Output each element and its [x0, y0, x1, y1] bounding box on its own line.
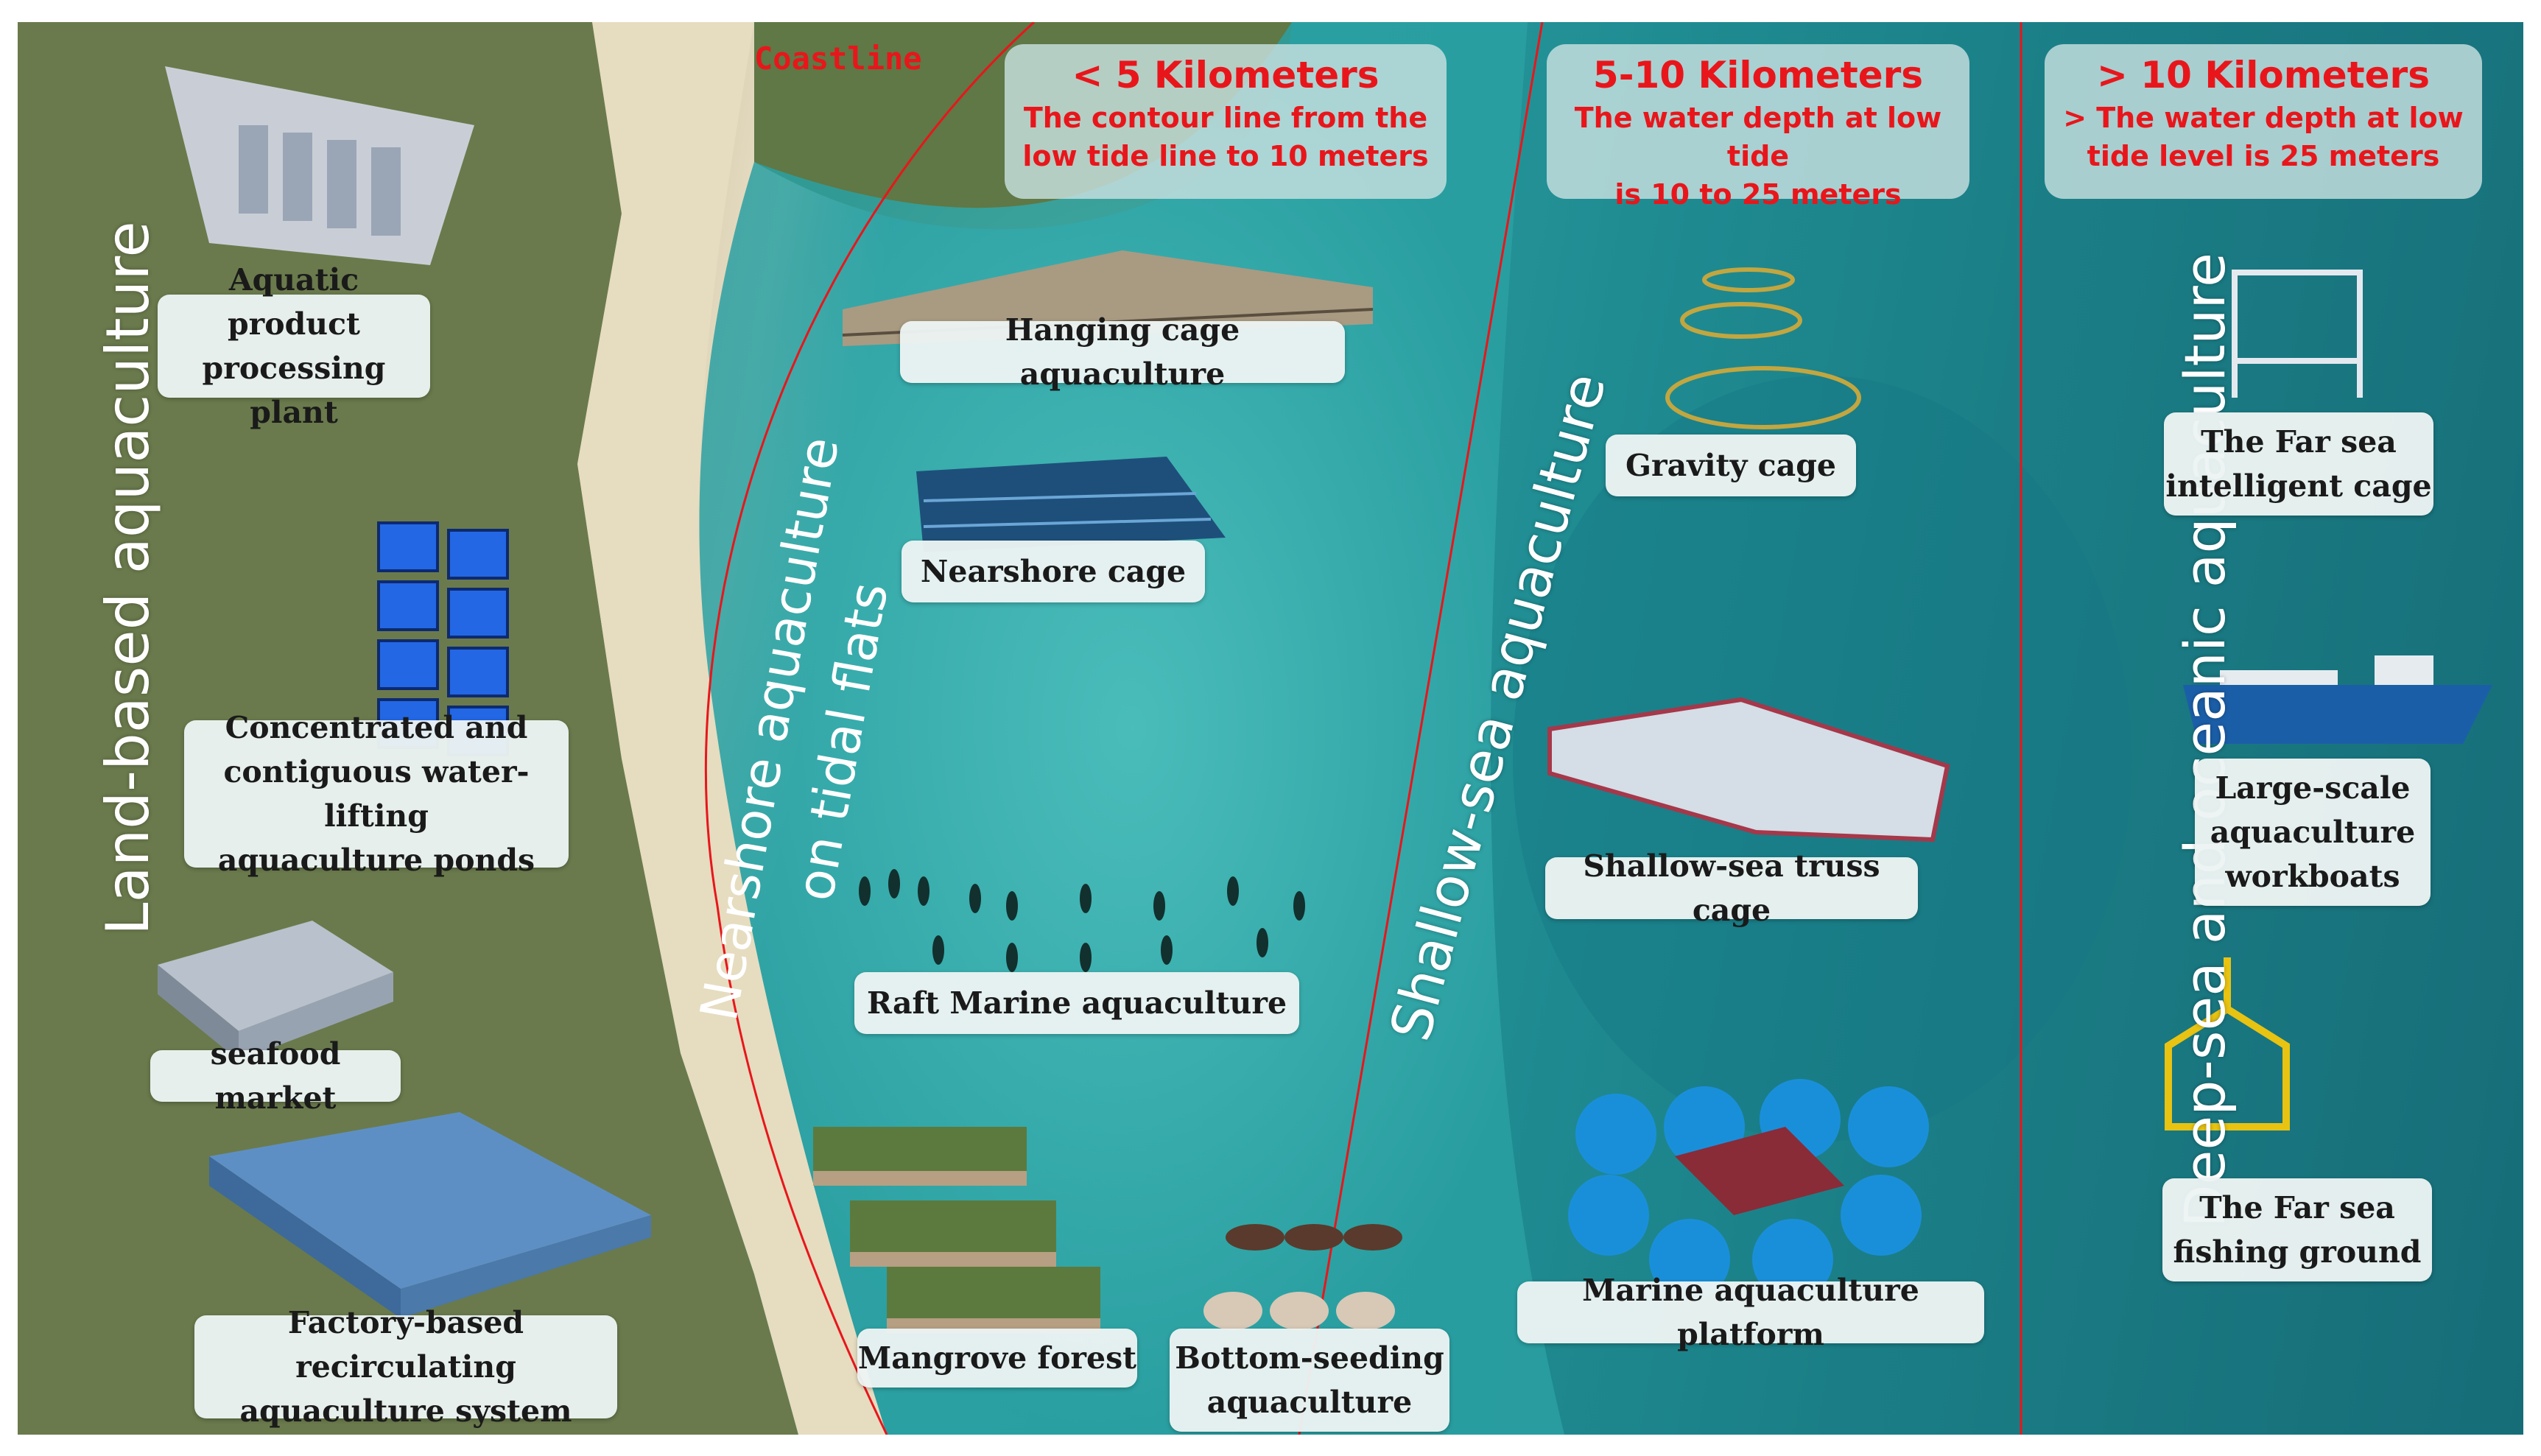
processing-plant-illustration	[165, 66, 474, 265]
zone-nearshore-header: < 5 Kilometers The contour line from the…	[1005, 44, 1447, 199]
label-raft: Raft Marine aquaculture	[854, 972, 1299, 1034]
section-title-land: Land-based aquaculture	[94, 221, 162, 935]
beach	[577, 22, 887, 1435]
label-platform: Marine aquaculture platform	[1517, 1273, 1984, 1352]
zone-deep-depth: > The water depth at low tide level is 2…	[2063, 102, 2464, 172]
label-gravity-cage: Gravity cage	[1606, 435, 1856, 496]
pond-grid-illustration	[377, 521, 509, 756]
label-truss-cage: Shallow-sea truss cage	[1545, 848, 1918, 928]
zone-shallow-distance: 5-10 Kilometers	[1592, 54, 1924, 96]
label-far-sea-cage: The Far sea intelligent cage	[2164, 412, 2433, 516]
bottom-seeding-illustration	[1203, 1224, 1402, 1330]
factory-ras-illustration	[209, 1112, 651, 1318]
workboat-illustration	[2183, 655, 2492, 744]
far-sea-cage-illustration	[2232, 270, 2363, 398]
label-nearshore-cage: Nearshore cage	[902, 541, 1205, 602]
label-processing-plant: Aquatic product processing plant	[158, 262, 430, 430]
nearshore-cage-illustration	[916, 457, 1226, 552]
label-workboats: Large-scale aquaculture workboats	[2195, 759, 2431, 906]
coastline-label: Coastline	[754, 41, 922, 77]
label-factory-ras: Factory-based recirculating aquaculture …	[194, 1305, 617, 1429]
zone-deep-header: > 10 Kilometers > The water depth at low…	[2045, 44, 2482, 199]
section-title-deep: Deep-sea and oceanic aquaculture	[2172, 253, 2238, 1228]
truss-cage-illustration	[1547, 697, 1950, 843]
mangrove-illustration	[813, 1127, 1100, 1333]
coastline-curve	[704, 22, 1036, 1435]
zone-divider-1	[1298, 22, 1544, 1435]
label-mangrove: Mangrove forest	[857, 1329, 1137, 1388]
aquaculture-diagram: Coastline < 5 Kilometers The contour lin…	[18, 22, 2523, 1435]
label-hanging-cage: Hanging cage aquaculture	[900, 312, 1345, 392]
label-bottom-seeding: Bottom-seeding aquaculture	[1170, 1329, 1449, 1432]
label-fishing-ground: The Far sea fishing ground	[2162, 1178, 2432, 1281]
label-seafood-market: seafood market	[150, 1036, 401, 1116]
zone-shallow-depth: The water depth at low tide is 10 to 25 …	[1574, 102, 1942, 211]
gravity-cage-illustration	[1665, 267, 1861, 429]
raft-rows-illustration	[859, 869, 1305, 972]
zone-nearshore-distance: < 5 Kilometers	[1072, 54, 1380, 96]
zone-deep-distance: > 10 Kilometers	[2097, 54, 2430, 96]
zone-shallow-header: 5-10 Kilometers The water depth at low t…	[1547, 44, 1969, 211]
fishing-ground-illustration	[2165, 957, 2290, 1130]
platform-illustration	[1568, 1079, 1929, 1300]
label-ponds: Concentrated and contiguous water-liftin…	[184, 710, 569, 878]
zone-nearshore-depth: The contour line from the low tide line …	[1022, 102, 1429, 172]
seafood-market-illustration	[158, 921, 393, 1061]
